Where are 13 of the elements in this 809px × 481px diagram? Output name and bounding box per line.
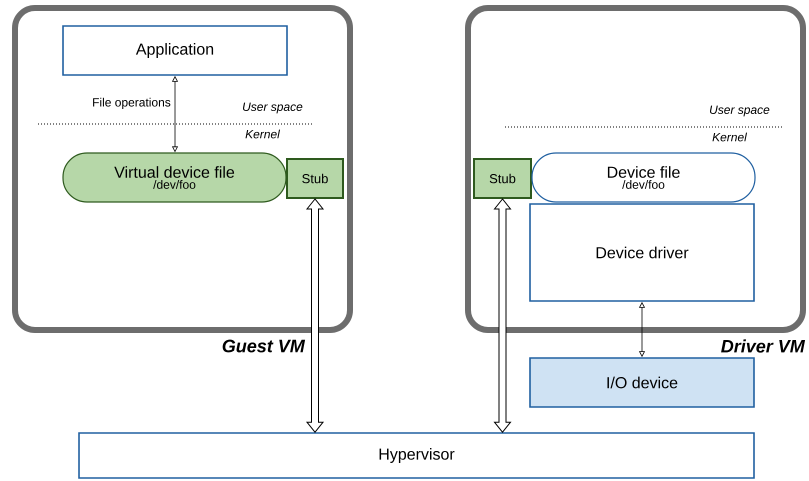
process-box: Hypervisor xyxy=(78,432,755,479)
process-box: Application xyxy=(62,25,288,76)
stub-box: Stub xyxy=(286,158,344,199)
device-box: I/O device xyxy=(529,357,755,408)
stub-box: Stub xyxy=(473,158,532,199)
region-label: Kernel xyxy=(246,130,280,138)
vm-label: Guest VM xyxy=(222,340,306,352)
process-box: Device driver xyxy=(529,203,755,302)
region-label: User space xyxy=(710,106,770,116)
region-label: Kernel xyxy=(712,132,748,142)
vm-label: Driver VM xyxy=(721,339,806,353)
region-label: User space xyxy=(243,102,302,114)
edge-label: File operations xyxy=(91,96,172,110)
